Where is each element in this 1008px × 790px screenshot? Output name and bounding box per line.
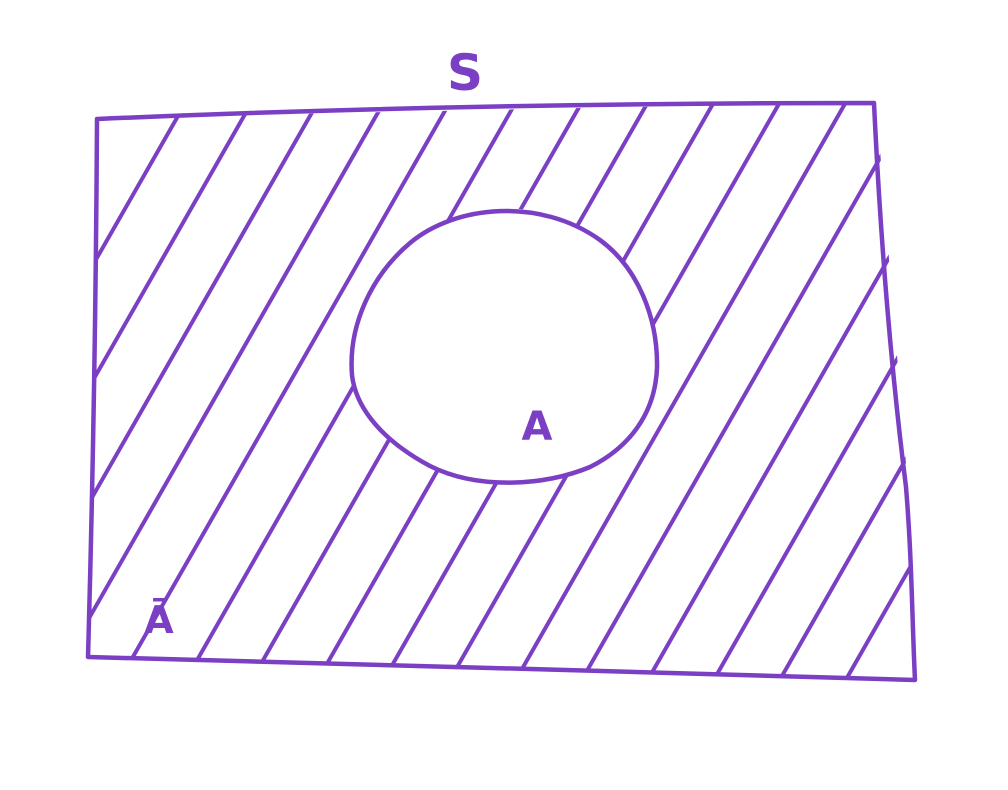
set-label: A [522, 404, 553, 450]
hatch-line [238, 102, 588, 681]
set-a-circle [349, 208, 660, 485]
hatch-line [832, 102, 916, 681]
hatch-line [634, 102, 916, 681]
hatch-line [88, 102, 324, 681]
hatch-line [172, 102, 522, 681]
universe-label: S [447, 44, 483, 102]
complement-hatching [88, 102, 916, 681]
hatch-line [700, 102, 916, 681]
hatch-line [370, 102, 720, 681]
universe-rectangle [85, 100, 918, 683]
hatch-line [88, 102, 258, 681]
hatch-line [568, 102, 916, 681]
complement-label: Ā [144, 598, 174, 642]
hatch-line [88, 102, 390, 681]
hatch-line [106, 102, 456, 681]
hatch-line [436, 102, 786, 681]
hatch-line [502, 102, 852, 681]
hatch-line [88, 102, 192, 681]
hatch-line [766, 102, 916, 681]
